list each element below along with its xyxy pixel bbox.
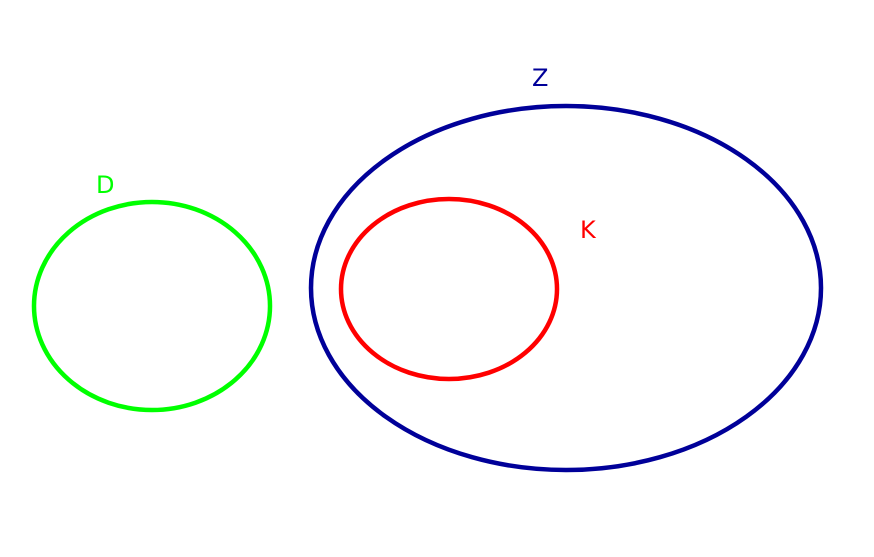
set-k: K: [338, 196, 597, 382]
set-z-outline: [308, 103, 824, 473]
set-z: Z: [308, 64, 824, 473]
set-k-label: K: [580, 216, 597, 244]
set-z-label: Z: [532, 64, 548, 92]
set-d: D: [31, 171, 273, 413]
set-d-label: D: [96, 171, 114, 199]
set-d-outline: [31, 199, 273, 413]
set-k-outline: [338, 196, 560, 382]
